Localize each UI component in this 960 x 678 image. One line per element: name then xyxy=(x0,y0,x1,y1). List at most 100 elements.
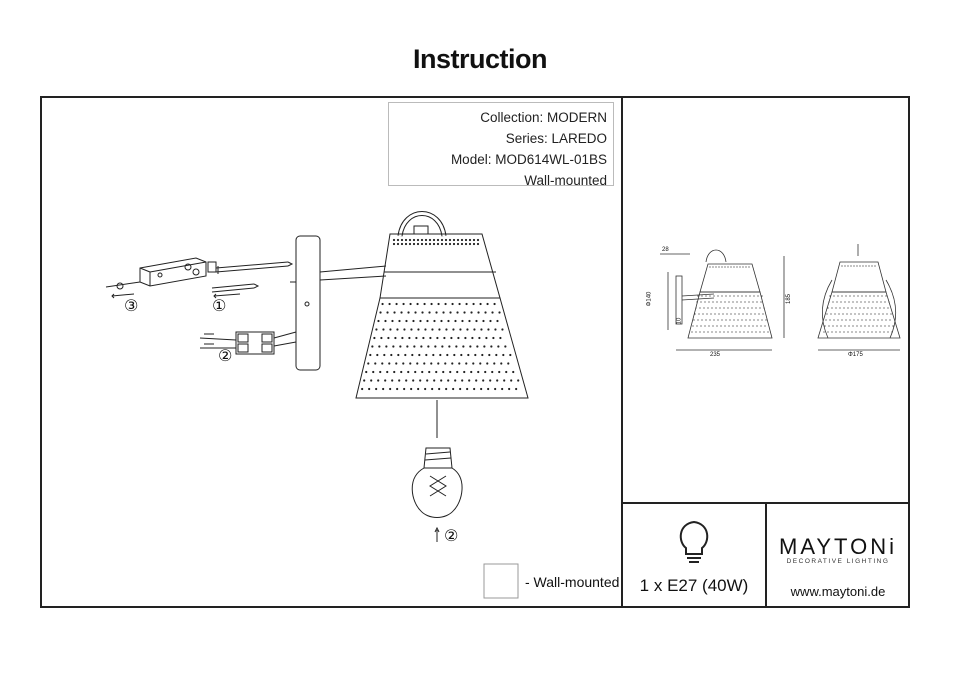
perforation-dot xyxy=(396,328,399,331)
perforation-dot xyxy=(866,313,868,315)
perforation-dot xyxy=(859,331,861,333)
perforation-dot xyxy=(386,370,389,374)
perforation-dot xyxy=(882,313,884,315)
perforation-dot xyxy=(502,353,505,357)
perforation-dot xyxy=(722,313,724,315)
perforation-dot xyxy=(741,295,743,297)
perforation-dot xyxy=(865,265,867,267)
perforation-dot xyxy=(871,307,873,309)
mount-label: Wall-mounted xyxy=(524,173,607,188)
perforation-dot xyxy=(868,265,870,267)
perforation-dot xyxy=(381,362,384,365)
perforation-dot xyxy=(824,325,826,327)
perforation-dot xyxy=(393,370,396,374)
perforation-dot xyxy=(720,325,722,327)
perforation-dot xyxy=(727,266,729,268)
perforation-dot xyxy=(729,295,731,297)
perforation-dot xyxy=(721,266,723,268)
perforation-dot xyxy=(827,331,829,333)
perforation-dot xyxy=(448,238,452,242)
perforation-dot xyxy=(424,242,428,246)
perforation-dot xyxy=(889,319,891,321)
perforation-dot xyxy=(732,301,734,303)
perforation-dot xyxy=(756,325,758,327)
perforation-dot xyxy=(373,336,376,340)
perforation-dot xyxy=(843,307,845,309)
perforation-dot xyxy=(704,301,706,303)
perforation-dot xyxy=(444,238,448,242)
perforation-dot xyxy=(757,319,759,321)
perforation-dot xyxy=(744,325,746,327)
perforation-dot xyxy=(488,353,491,357)
perforation-dot xyxy=(840,325,842,327)
perforation-dot xyxy=(885,295,887,297)
perforation-dot xyxy=(736,266,738,268)
perforation-dot xyxy=(452,328,455,331)
perforation-dot xyxy=(448,345,451,348)
perforation-dot xyxy=(456,238,460,242)
perforation-dot xyxy=(441,345,444,348)
perforation-dot xyxy=(442,370,445,374)
perforation-dot xyxy=(424,238,428,242)
perforation-dot xyxy=(845,295,847,297)
perforation-dot xyxy=(834,313,836,315)
perforation-dot xyxy=(881,295,883,297)
perforation-dot xyxy=(844,301,846,303)
perforation-dot xyxy=(745,295,747,297)
perforation-dot xyxy=(491,311,494,314)
perforation-dot xyxy=(862,265,864,267)
perforation-dot xyxy=(411,353,414,357)
perforation-dot xyxy=(699,331,701,333)
perforation-dot xyxy=(727,307,729,309)
perforation-dot xyxy=(472,302,475,306)
perforation-dot xyxy=(430,302,433,306)
perforation-dot xyxy=(864,325,866,327)
perforation-dot xyxy=(856,265,858,267)
perforation-dot xyxy=(400,238,404,242)
perforation-dot xyxy=(698,313,700,315)
perforation-dot xyxy=(402,362,405,365)
perforation-dot xyxy=(451,362,454,365)
perforation-dot xyxy=(369,353,372,357)
perforation-dot xyxy=(745,266,747,268)
perforation-dot xyxy=(705,319,707,321)
perforation-dot xyxy=(701,295,703,297)
perforation-dot xyxy=(841,265,843,267)
perforation-dot xyxy=(446,353,449,357)
perforation-dot xyxy=(847,307,849,309)
perforation-dot xyxy=(885,319,887,321)
perforation-dot xyxy=(476,238,480,242)
perforation-dot xyxy=(874,265,876,267)
perforation-dot xyxy=(728,301,730,303)
perforation-dot xyxy=(454,319,457,323)
perforation-dot xyxy=(699,307,701,309)
perforation-dot xyxy=(461,319,464,323)
perforation-dot xyxy=(412,379,415,382)
lamp-shade-icon xyxy=(355,233,529,399)
perforation-dot xyxy=(407,370,410,374)
perforation-dot xyxy=(726,313,728,315)
perforation-dot xyxy=(875,307,877,309)
perforation-dot xyxy=(509,353,512,357)
perforation-dot xyxy=(884,301,886,303)
perforation-dot xyxy=(848,301,850,303)
perforation-dot xyxy=(709,319,711,321)
perforation-dot xyxy=(865,319,867,321)
perforation-dot xyxy=(884,325,886,327)
perforation-dot xyxy=(465,302,468,306)
perforation-dot xyxy=(753,295,755,297)
perforation-dot xyxy=(374,362,377,365)
perforation-dot xyxy=(849,319,851,321)
perforation-dot xyxy=(468,379,471,382)
perforation-dot xyxy=(838,313,840,315)
perforation-dot xyxy=(746,313,748,315)
perforation-dot xyxy=(701,319,703,321)
anchor-icon xyxy=(207,261,217,273)
perforation-dot xyxy=(747,331,749,333)
perforation-dot xyxy=(388,302,391,306)
perforation-dot xyxy=(730,313,732,315)
perforation-dot xyxy=(490,345,493,348)
perforation-dot xyxy=(703,331,705,333)
perforation-dot xyxy=(841,295,843,297)
perforation-dot xyxy=(724,325,726,327)
